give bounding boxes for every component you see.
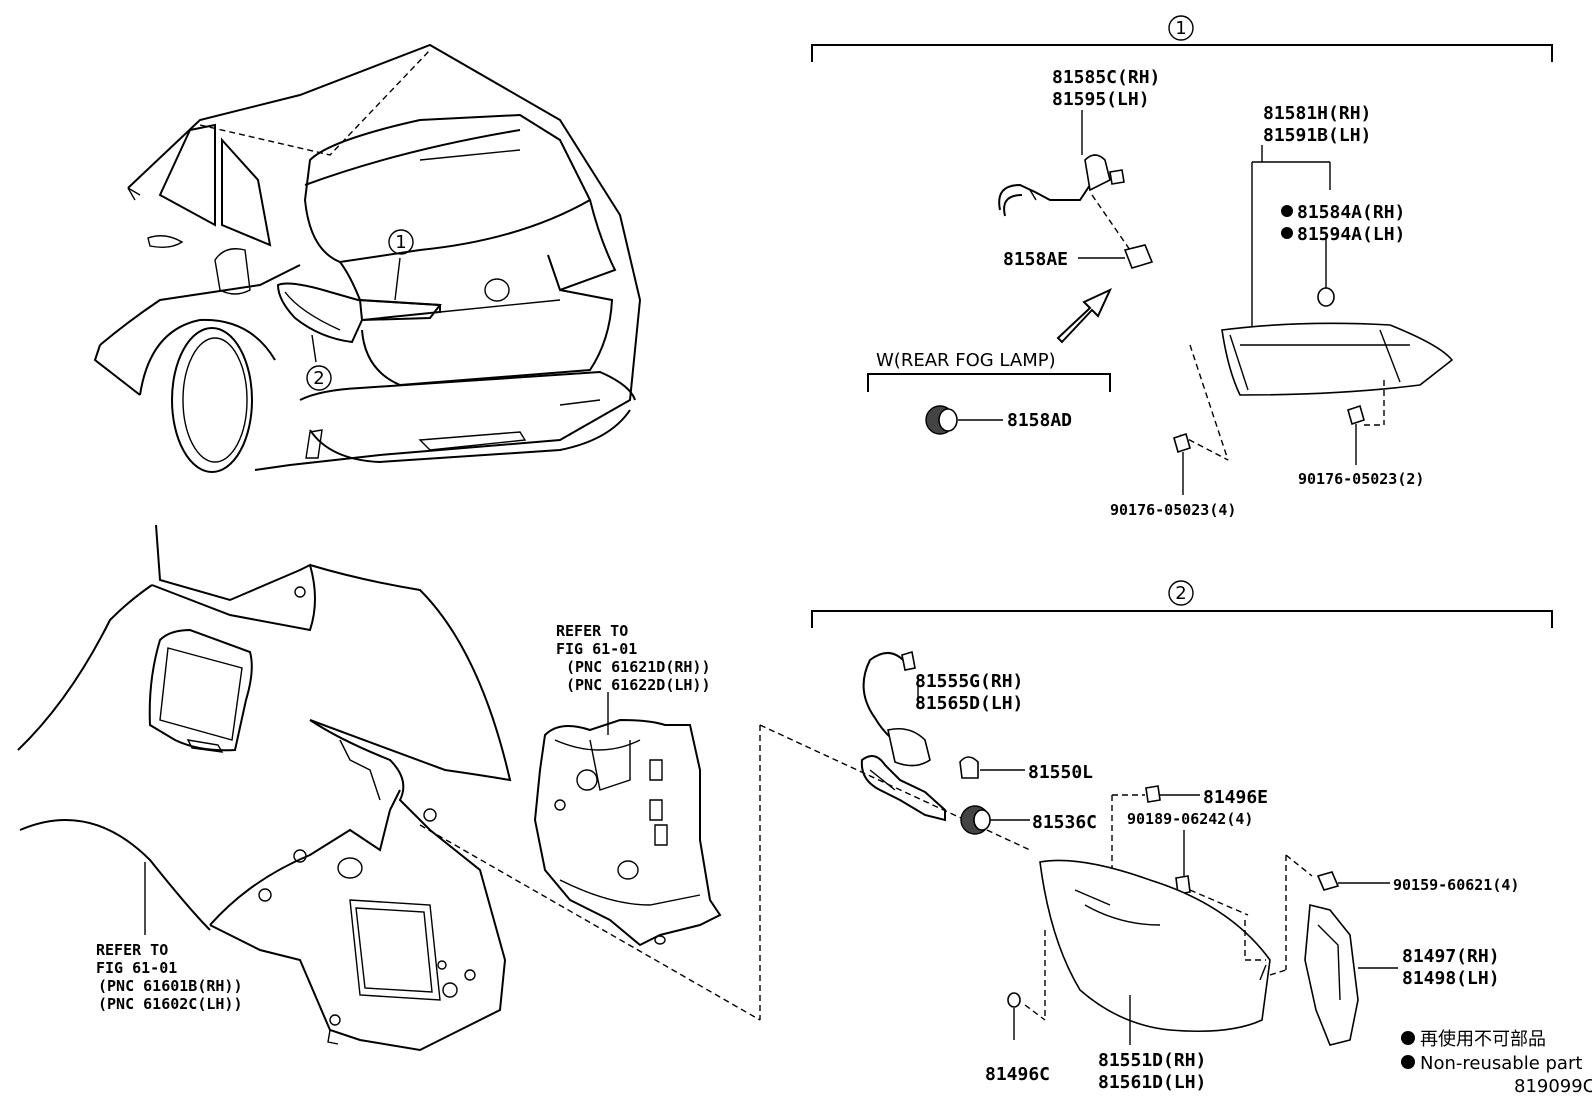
refer-lower-line1: REFER TO: [96, 941, 168, 959]
bulb-81550l: [959, 756, 1025, 779]
inner-panel-illustration: [533, 692, 722, 947]
g2-socket-rh-label: 81555G(RH): [915, 671, 1023, 692]
g2-clip-c-label: 81496C: [985, 1064, 1050, 1085]
group-2-callout-circle: [1168, 580, 1194, 606]
screw-90189: [1175, 830, 1249, 916]
g2-cover-lh-label: 81498(LH): [1402, 968, 1500, 989]
fog-lamp-note: W(REAR FOG LAMP): [876, 350, 1056, 371]
rear-lamp-inner: [1173, 145, 1454, 495]
g1-lamp-rh-label: 81581H(RH): [1263, 103, 1371, 124]
cover-81497: [1269, 854, 1398, 1046]
callout-1-circle-car: [388, 229, 414, 255]
refer-upper-line3: (PNC 61621D(RH)): [566, 658, 711, 676]
g2-bulb-label: 81550L: [1028, 762, 1093, 783]
g2-lens-lh-label: 81561D(LH): [1098, 1072, 1206, 1093]
callout-2-circle-car: [306, 365, 332, 391]
non-reusable-dot-icon: [1281, 227, 1293, 239]
diagram-code: 819099C: [1514, 1076, 1592, 1097]
clip-81496c: [1007, 992, 1021, 1040]
refer-upper-line1: REFER TO: [556, 622, 628, 640]
g1-bulb-label: 8158AE: [1003, 249, 1068, 270]
refer-lower-line4: (PNC 61602C(LH)): [98, 995, 243, 1013]
clip-81496e: [1111, 785, 1200, 925]
non-reusable-dot-icon: [1401, 1031, 1415, 1045]
g2-screw-6-label: 90189-06242(4): [1127, 810, 1253, 828]
g1-socket-lh-label: 81595(LH): [1052, 89, 1150, 110]
socket-wire-group2: [860, 650, 946, 822]
g1-nut-2-label: 90176-05023(2): [1298, 470, 1424, 488]
bulb-8158ae: [1078, 244, 1154, 269]
group-1-callout-circle: [1168, 15, 1194, 41]
holder-81536c: [960, 805, 1030, 835]
legend-jp: 再使用不可部品: [1420, 1029, 1546, 1050]
refer-upper-line2: FIG 61-01: [556, 640, 637, 658]
group-1-callout: 1: [1175, 18, 1186, 39]
direction-arrow-icon: [1056, 287, 1113, 344]
fog-lamp-bracket: [867, 373, 1111, 392]
g1-gasket-rh-label: 81584A(RH): [1297, 202, 1405, 223]
g2-clip-e-label: 81496E: [1203, 787, 1268, 808]
g2-socket-lh-label: 81565D(LH): [915, 693, 1023, 714]
refer-lower-line2: FIG 61-01: [96, 959, 177, 977]
non-reusable-dot-icon: [1281, 205, 1293, 217]
refer-lower-line3: (PNC 61601B(RH)): [98, 977, 243, 995]
non-reusable-dot-icon: [1401, 1055, 1415, 1069]
fog-bulb-8158ad: [925, 405, 1003, 435]
g1-lamp-lh-label: 81591B(LH): [1263, 125, 1371, 146]
g1-gasket-lh-label: 81594A(LH): [1297, 224, 1405, 245]
quarter-panel-illustration: [17, 524, 512, 1052]
group-1-bracket: [811, 44, 1553, 62]
g2-lens-rh-label: 81551D(RH): [1098, 1050, 1206, 1071]
callout-2-car: 2: [313, 368, 324, 389]
group-2-callout: 2: [1175, 583, 1186, 604]
g2-screw-9-label: 90159-60621(4): [1393, 876, 1519, 894]
group-2-bracket: [811, 610, 1553, 628]
g1-socket-rh-label: 81585C(RH): [1052, 67, 1160, 88]
refer-upper-line4: (PNC 61622D(LH)): [566, 676, 711, 694]
legend-en: Non-reusable part: [1420, 1053, 1582, 1074]
socket-wire-group1: [998, 110, 1131, 251]
g1-fog-bulb-label: 8158AD: [1007, 410, 1072, 431]
g2-cover-rh-label: 81497(RH): [1402, 946, 1500, 967]
g2-holder-label: 81536C: [1032, 812, 1097, 833]
callout-1-car: 1: [395, 232, 406, 253]
g1-nut-4-label: 90176-05023(4): [1110, 501, 1236, 519]
car-rear-illustration: 1 2: [93, 43, 642, 473]
rear-lamp-outer: [1024, 859, 1271, 1045]
